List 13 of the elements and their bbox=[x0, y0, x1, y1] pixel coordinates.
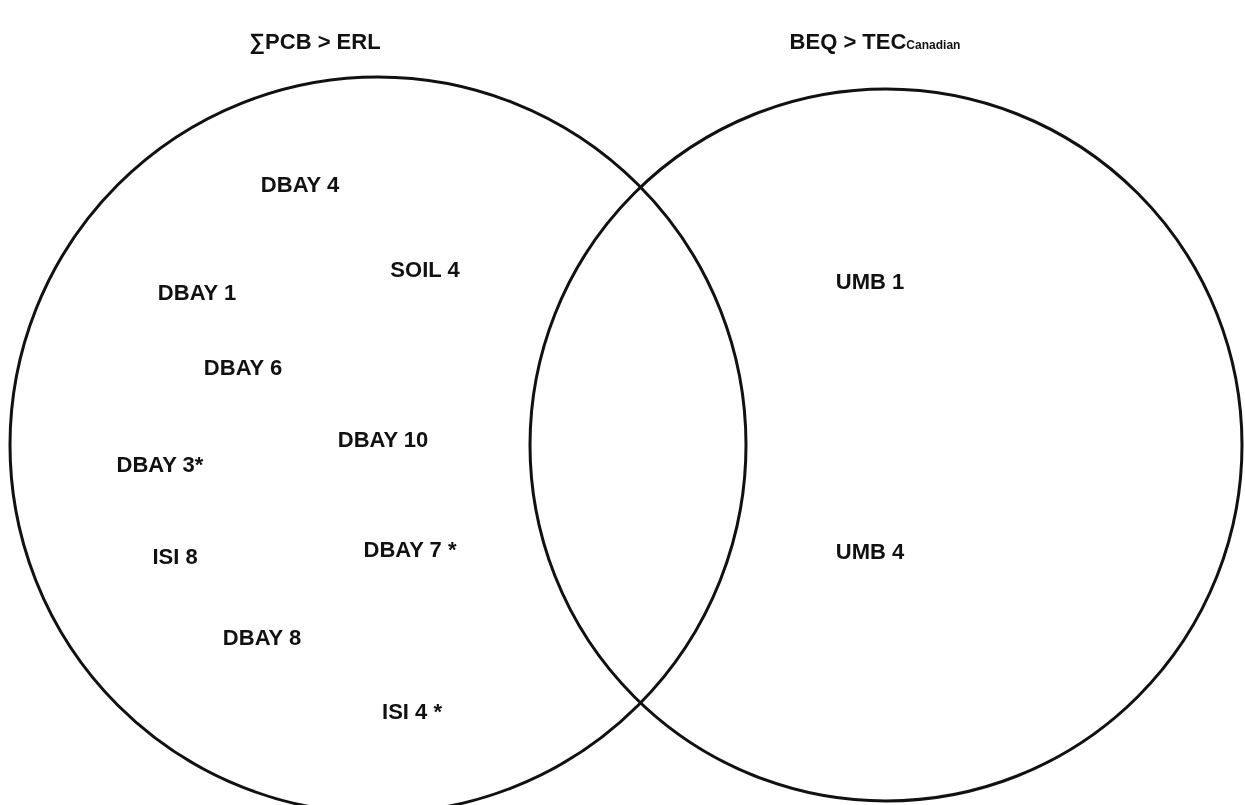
sample-label: UMB 1 bbox=[835, 269, 905, 295]
sample-label: DBAY 1 bbox=[157, 280, 237, 306]
set-heading: ∑PCB > ERL bbox=[249, 29, 381, 55]
sample-label: SOIL 4 bbox=[390, 257, 460, 283]
sample-label: DBAY 10 bbox=[337, 427, 429, 453]
sample-label: DBAY 7 * bbox=[363, 537, 457, 563]
sample-label: UMB 4 bbox=[835, 539, 905, 565]
sample-label: DBAY 4 bbox=[260, 172, 340, 198]
sample-label: DBAY 6 bbox=[203, 355, 283, 381]
sample-label: ISI 8 bbox=[152, 544, 198, 570]
sample-label: DBAY 3* bbox=[116, 452, 204, 478]
sample-label: DBAY 8 bbox=[222, 625, 302, 651]
sample-label: ISI 4 * bbox=[382, 699, 442, 725]
